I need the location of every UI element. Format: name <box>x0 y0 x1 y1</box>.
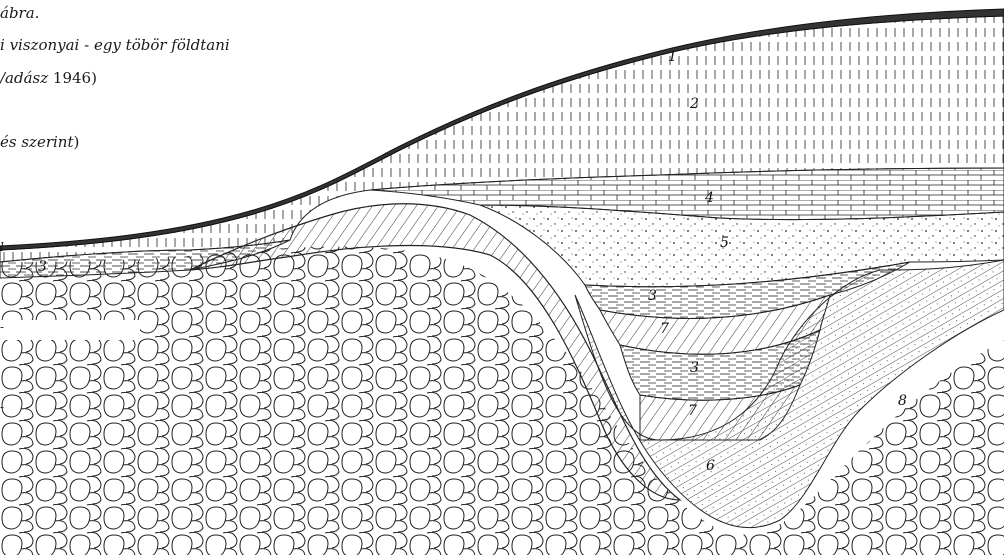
layer-label-6: 6 <box>706 458 715 474</box>
stray-mark-1: l <box>0 240 10 254</box>
layer-label-7-lower: 7 <box>688 403 697 419</box>
layer-label-3-upper: 3 <box>648 288 657 304</box>
layer-label-3-left: 3 <box>38 259 47 275</box>
layer-label-3-lower: 3 <box>690 360 699 376</box>
layer-label-2: 2 <box>689 96 699 112</box>
stray-mark-2: - <box>0 320 10 334</box>
caption-line-1-text: ábra. <box>0 4 39 22</box>
caption-line-2-text: i viszonyai - egy töbör földtani <box>0 36 230 54</box>
caption-author: /adász <box>0 69 48 87</box>
caption-close-paren: ) <box>73 133 79 151</box>
stray-mark-3: - <box>0 400 10 414</box>
layer-label-8: 8 <box>898 393 907 409</box>
caption-year: 1946) <box>48 69 97 87</box>
layer-label-7-upper: 7 <box>660 321 669 337</box>
caption-line-1: ábra. <box>0 2 39 25</box>
caption-line-2: i viszonyai - egy töbör földtani <box>0 34 230 57</box>
caption-source-note: és szerint <box>0 133 73 151</box>
left-blank-under <box>0 320 140 340</box>
layer-label-5: 5 <box>720 235 729 251</box>
layer-label-4: 4 <box>704 190 714 206</box>
caption-line-4: és szerint) <box>0 131 79 154</box>
caption-line-3: /adász 1946) <box>0 67 97 90</box>
layer-label-1: 1 <box>668 49 677 65</box>
